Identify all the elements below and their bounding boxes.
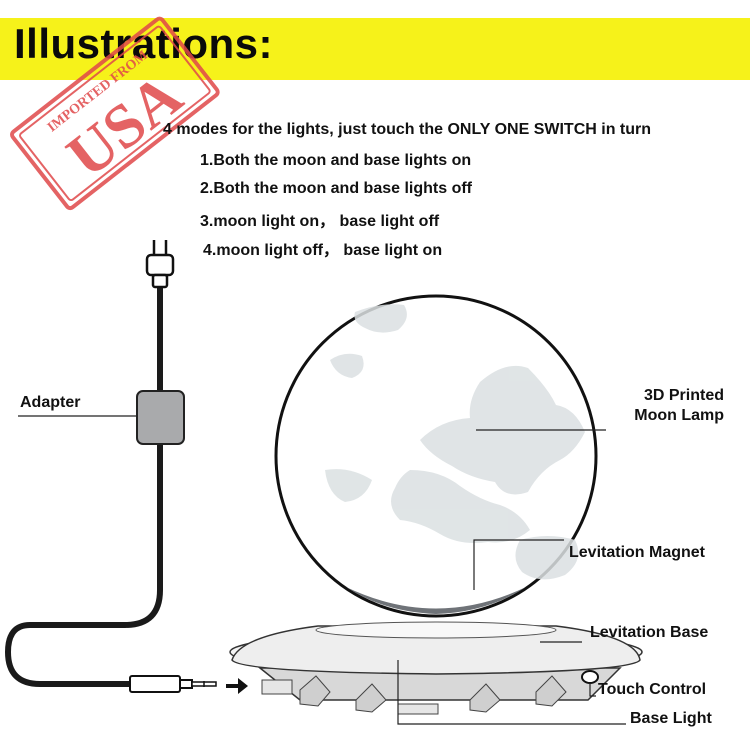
adapter-box <box>136 390 185 445</box>
base-light-label: Base Light <box>630 710 712 727</box>
mode-item: 3.moon light on， base light off <box>200 213 440 230</box>
mode-item: 4.moon light off， base light on <box>203 242 443 259</box>
instructions-intro: 4 modes for the lights, just touch the O… <box>163 121 652 138</box>
adapter-label: Adapter <box>20 394 81 411</box>
power-cord <box>4 283 163 687</box>
moon-lamp-label: 3D Printed Moon Lamp <box>621 386 724 426</box>
mode-item: 2.Both the moon and base lights off <box>200 180 472 197</box>
moon-lamp-label-line2: Moon Lamp <box>634 407 724 424</box>
touch-control-button <box>581 670 599 684</box>
mode-item: 1.Both the moon and base lights on <box>200 152 472 169</box>
moon-lamp-label-line1: 3D Printed <box>643 387 724 404</box>
levitation-base-label: Levitation Base <box>590 624 709 641</box>
imported-usa-stamp: IMPORTED FROM USA <box>10 16 220 211</box>
levitation-base <box>229 621 643 715</box>
plug-icon <box>145 240 175 289</box>
title-banner <box>0 18 750 80</box>
touch-control-label: Touch Control <box>598 681 707 698</box>
levitation-magnet <box>346 587 526 614</box>
arrow-right-icon <box>226 678 248 694</box>
dc-jack-icon <box>129 675 217 693</box>
levitation-magnet-label: Levitation Magnet <box>569 544 706 561</box>
